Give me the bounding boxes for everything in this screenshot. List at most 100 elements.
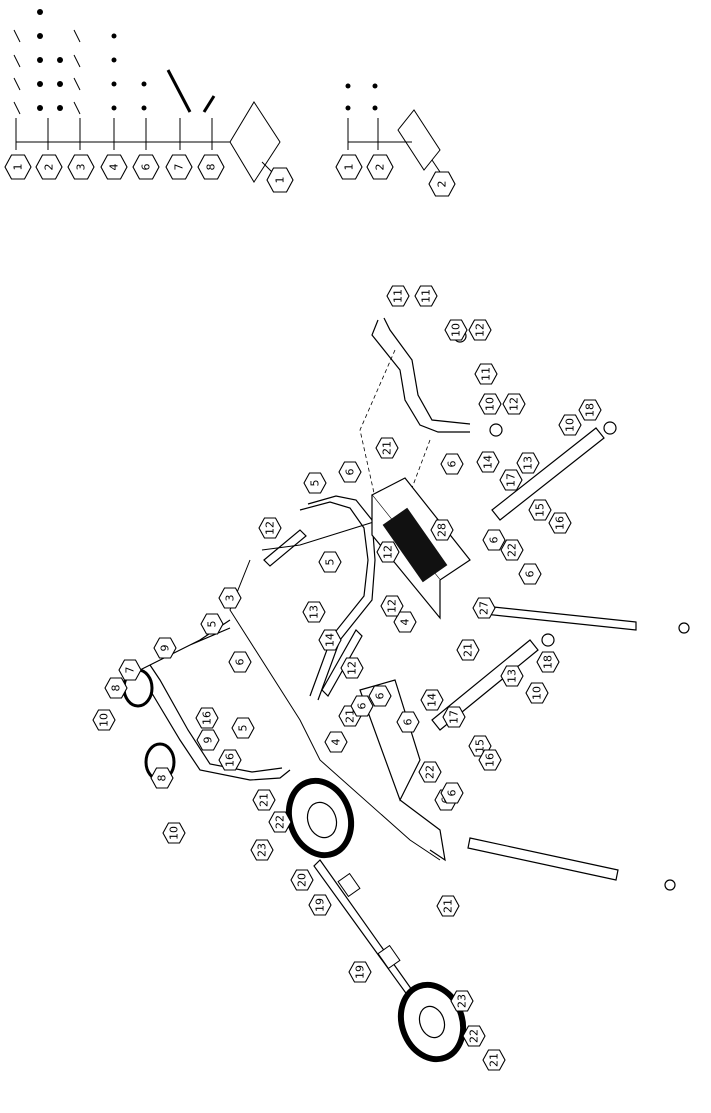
callout-number: 19 [314,898,327,912]
callout-number: 12 [382,545,395,559]
callout-legs-0: 10 [558,414,582,436]
callout-number: 10 [450,323,463,337]
callout-number: 11 [392,289,405,303]
callout-number: 12 [508,397,521,411]
callout-number: 13 [308,605,321,619]
callout-number: 10 [168,826,181,840]
callout-number: 5 [324,559,337,566]
callout-number: 23 [256,843,269,857]
callout-legs-3: 14 [476,451,500,473]
callout-number: 11 [420,289,433,303]
callout-center-19: 6 [350,695,374,717]
kit-2-callout-2: 2 [374,164,387,171]
callout-wheels-5: 19 [348,961,372,983]
callout-number: 4 [399,619,412,626]
hardware-kit-1: 1 2 3 4 6 7 8 1 [4,9,294,193]
callout-center-17: 12 [340,657,364,679]
callout-number: 6 [524,571,537,578]
callout-number: 17 [448,710,461,724]
callout-legs-16: 10 [525,682,549,704]
callout-number: 13 [522,456,535,470]
callout-2: 2 [43,164,56,171]
callout-legs-12: 16 [478,749,502,771]
callout-center-21: 6 [368,685,392,707]
callout-number: 16 [484,753,497,767]
callout-number: 19 [354,965,367,979]
callout-center-30: 9 [196,729,220,751]
callout-number: 10 [484,397,497,411]
callout-number: 22 [468,1029,481,1043]
callout-legs-4: 17 [499,469,523,491]
callout-number: 20 [296,873,309,887]
callout-number: 12 [474,323,487,337]
callout-center-10: 21 [456,639,480,661]
callout-number: 14 [426,693,439,707]
callout-number: 12 [386,599,399,613]
callout-number: 5 [309,480,322,487]
kit-1-label: 1 [274,177,287,184]
callout-center-2: 5 [303,472,327,494]
hardware-kit-2: 1 2 2 [335,83,456,197]
callout-wheels-2: 23 [250,839,274,861]
callout-number: 18 [542,655,555,669]
callout-center-33: 8 [150,767,174,789]
callout-legs-8: 6 [518,563,542,585]
callout-center-31: 7 [118,659,142,681]
callout-number: 23 [456,994,469,1008]
callout-number: 14 [482,455,495,469]
callout-number: 12 [346,661,359,675]
callout-4: 4 [108,164,121,171]
callout-center-9: 6 [482,529,506,551]
callout-center-6: 5 [318,551,342,573]
callout-center-27: 16 [195,707,219,729]
callout-center-4: 12 [258,517,282,539]
callout-number: 15 [534,503,547,517]
callout-number: 3 [224,595,237,602]
callout-number: 16 [201,711,214,725]
callout-center-14: 5 [200,613,224,635]
callout-number: 5 [206,621,219,628]
callout-number: 16 [554,516,567,530]
callout-number: 6 [356,703,369,710]
callout-number: 22 [274,815,287,829]
callout-wheels-3: 20 [290,869,314,891]
callout-legs-10: 17 [442,706,466,728]
callout-handle-4: 12 [468,319,492,341]
callout-center-29: 9 [153,637,177,659]
callout-number: 12 [264,521,277,535]
callout-handle-0: 11 [386,285,410,307]
callout-number: 13 [506,669,519,683]
kit-2-callout-1: 1 [343,164,356,171]
callout-number: 21 [488,1053,501,1067]
callout-1: 1 [12,164,25,171]
kit-1-callouts: 1 2 3 4 6 7 8 1 [4,154,294,193]
callout-number: 5 [237,725,250,732]
callout-wheels-4: 19 [308,894,332,916]
callout-center-1: 21 [375,437,399,459]
callout-wheels-1: 22 [268,811,292,833]
callout-center-35: 10 [162,822,186,844]
callout-handle-1: 11 [414,285,438,307]
callout-number: 9 [159,645,172,652]
callout-legs-2: 13 [516,452,540,474]
callout-center-3: 6 [440,453,464,475]
callout-number: 4 [330,739,343,746]
callout-legs-1: 18 [578,399,602,421]
callout-number: 8 [156,775,169,782]
callout-number: 21 [344,709,357,723]
callout-number: 18 [584,403,597,417]
callout-number: 6 [488,537,501,544]
callout-handle-5: 10 [478,393,502,415]
fastener-icons [13,9,281,183]
callout-number: 6 [344,469,357,476]
callout-number: 10 [531,686,544,700]
callout-center-28: 16 [218,749,242,771]
callout-center-20: 4 [324,731,348,753]
callout-number: 22 [506,543,519,557]
callout-handle-2: 11 [474,363,498,385]
callout-number: 11 [480,367,493,381]
callout-handle-3: 10 [444,319,468,341]
callout-number: 16 [224,753,237,767]
callout-center-34: 10 [92,709,116,731]
